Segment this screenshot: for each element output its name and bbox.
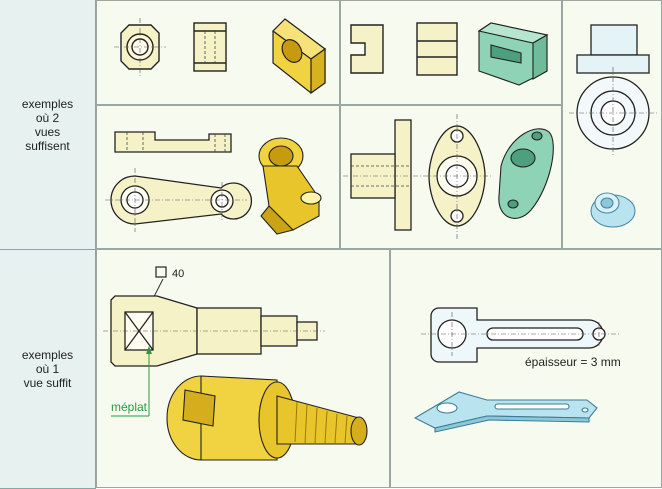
meplat-label: méplat bbox=[111, 400, 148, 414]
slotted-side-view bbox=[416, 22, 458, 76]
panel-flanged-hub bbox=[340, 105, 562, 249]
label-line: exemples bbox=[21, 96, 74, 111]
label-line: suffisent bbox=[25, 138, 70, 153]
shaft-3d-part bbox=[166, 375, 368, 461]
lever-3d-part bbox=[258, 137, 322, 235]
thickness-label: épaisseur = 3 mm bbox=[525, 355, 621, 369]
hub-3d-part bbox=[498, 128, 554, 219]
plate-3d-part bbox=[413, 391, 598, 433]
hub-side-view bbox=[350, 119, 412, 231]
octagon-side-view bbox=[193, 22, 227, 72]
row-label-two-views: exemples où 2 vues suffisent bbox=[0, 0, 96, 250]
plate-front-view bbox=[430, 307, 606, 363]
panel-threaded-shaft: 40 méplat bbox=[96, 249, 390, 488]
slotted-front-view bbox=[350, 24, 384, 74]
bush-top-view bbox=[576, 24, 650, 74]
label-line: où 2 bbox=[35, 110, 60, 125]
row-label-one-view: exemples où 1 vue suffit bbox=[0, 250, 96, 489]
panel-flanged-bush bbox=[562, 0, 662, 249]
label-line: vue suffit bbox=[23, 376, 72, 390]
square-symbol-icon bbox=[155, 266, 167, 278]
octagon-front-view bbox=[120, 24, 160, 70]
label-line: vues bbox=[34, 124, 61, 139]
bush-3d-part bbox=[590, 192, 636, 228]
panel-octagon-block bbox=[96, 0, 340, 105]
lever-top-view bbox=[114, 131, 232, 153]
panel-flat-plate: épaisseur = 3 mm bbox=[390, 249, 662, 488]
label-line: exemples bbox=[21, 348, 74, 362]
octagon-3d-part bbox=[272, 18, 327, 95]
slotted-3d-part bbox=[477, 22, 549, 86]
panel-slotted-block bbox=[340, 0, 562, 105]
square-size-label: 40 bbox=[172, 268, 184, 280]
label-line: où 1 bbox=[35, 362, 60, 376]
panel-lever-arm bbox=[96, 105, 340, 249]
